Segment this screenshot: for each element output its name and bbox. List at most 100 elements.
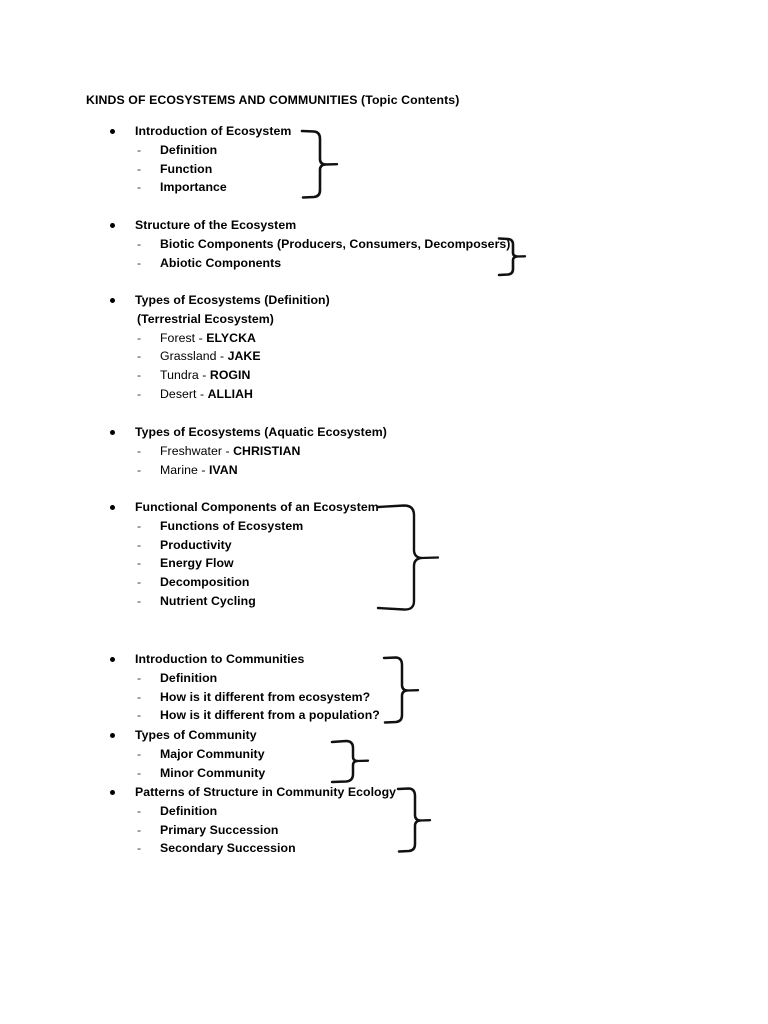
- list-item: - Tundra - ROGIN: [0, 368, 768, 387]
- section-heading: Types of Community: [135, 728, 257, 742]
- section-structure-of-the-ecosystem: Structure of the Ecosystem - Biotic Comp…: [0, 218, 768, 274]
- section-heading-row: Introduction of Ecosystem: [0, 124, 768, 143]
- list-item: - Freshwater - CHRISTIAN: [0, 444, 768, 463]
- list-item: - Definition: [0, 671, 768, 690]
- dash-icon: -: [137, 180, 142, 195]
- list-item-label: Abiotic Components: [160, 255, 282, 270]
- list-item-assignee: IVAN: [208, 462, 238, 477]
- section-heading: Types of Ecosystems (Definition): [135, 293, 330, 307]
- section-types-of-community: Types of Community - Major Community - M…: [0, 728, 768, 784]
- list-item-label: Importance: [160, 180, 227, 195]
- dash-icon: -: [137, 142, 142, 157]
- section-heading: Functional Components of an Ecosystem: [135, 500, 379, 514]
- list-item-label: Functions of Ecosystem: [160, 518, 304, 533]
- section-heading: Introduction to Communities: [135, 652, 305, 666]
- page-title: KINDS OF ECOSYSTEMS AND COMMUNITIES (Top…: [86, 93, 460, 107]
- list-item: - Minor Community: [0, 766, 768, 785]
- dash-icon: -: [137, 255, 142, 270]
- dash-icon: -: [137, 236, 142, 251]
- list-item: - Importance: [0, 180, 768, 199]
- section-heading: Patterns of Structure in Community Ecolo…: [135, 785, 397, 799]
- list-item-label: How is it different from ecosystem?: [160, 689, 371, 704]
- section-heading-row: Types of Community: [0, 728, 768, 747]
- bullet-icon: [110, 430, 115, 435]
- list-item: - Secondary Succession: [0, 841, 768, 860]
- list-item-topic: Forest -: [160, 330, 207, 345]
- list-item: - How is it different from ecosystem?: [0, 690, 768, 709]
- list-item: - Grassland - JAKE: [0, 349, 768, 368]
- list-item: - Nutrient Cycling: [0, 594, 768, 613]
- list-item: - Productivity: [0, 538, 768, 557]
- dash-icon: -: [137, 556, 142, 571]
- dash-icon: -: [137, 518, 142, 533]
- section-subheading: (Terrestrial Ecosystem): [137, 311, 274, 326]
- section-introduction-to-communities: Introduction to Communities - Definition…: [0, 652, 768, 727]
- list-item-label: Definition: [160, 142, 218, 157]
- list-item: - Desert - ALLIAH: [0, 387, 768, 406]
- section-heading-row: Types of Ecosystems (Definition): [0, 293, 768, 312]
- list-item-label: Productivity: [160, 537, 232, 552]
- dash-icon: -: [137, 443, 142, 458]
- dash-icon: -: [137, 803, 142, 818]
- list-item-label: Decomposition: [160, 575, 250, 590]
- section-heading: Types of Ecosystems (Aquatic Ecosystem): [135, 425, 387, 439]
- list-item-topic: Desert -: [160, 386, 208, 401]
- bullet-icon: [110, 657, 115, 662]
- list-item-assignee: ROGIN: [209, 368, 251, 383]
- section-patterns-of-structure-in-community-ecology: Patterns of Structure in Community Ecolo…: [0, 785, 768, 860]
- list-item-label: Minor Community: [160, 765, 266, 780]
- bullet-icon: [110, 505, 115, 510]
- dash-icon: -: [137, 746, 142, 761]
- section-heading-row: Introduction to Communities: [0, 652, 768, 671]
- list-item: - How is it different from a population?: [0, 708, 768, 727]
- section-heading-row: Structure of the Ecosystem: [0, 218, 768, 237]
- dash-icon: -: [137, 537, 142, 552]
- list-item-assignee: ELYCKA: [206, 330, 256, 345]
- list-item-label: Energy Flow: [160, 556, 234, 571]
- list-item: - Decomposition: [0, 575, 768, 594]
- dash-icon: -: [137, 841, 142, 856]
- list-item: - Major Community: [0, 747, 768, 766]
- list-item: - Abiotic Components: [0, 256, 768, 275]
- dash-icon: -: [137, 368, 142, 383]
- list-item-label: Marine - IVAN: [160, 463, 238, 477]
- section-subheading-row: (Terrestrial Ecosystem): [0, 312, 768, 331]
- section-introduction-of-ecosystem: Introduction of Ecosystem - Definition -…: [0, 124, 768, 199]
- dash-icon: -: [137, 386, 142, 401]
- list-item-label: Biotic Components (Producers, Consumers,…: [160, 236, 511, 251]
- dash-icon: -: [137, 765, 142, 780]
- list-item: - Marine - IVAN: [0, 463, 768, 482]
- list-item: - Definition: [0, 804, 768, 823]
- section-heading-row: Types of Ecosystems (Aquatic Ecosystem): [0, 425, 768, 444]
- list-item: - Forest - ELYCKA: [0, 331, 768, 350]
- bullet-icon: [110, 129, 115, 134]
- list-item-label: Desert - ALLIAH: [160, 387, 253, 401]
- list-item: - Function: [0, 162, 768, 181]
- list-item: - Primary Succession: [0, 823, 768, 842]
- list-item-topic: Freshwater -: [160, 443, 234, 458]
- list-item: - Functions of Ecosystem: [0, 519, 768, 538]
- dash-icon: -: [137, 689, 142, 704]
- dash-icon: -: [137, 575, 142, 590]
- bullet-icon: [110, 733, 115, 738]
- list-item-label: Function: [160, 161, 213, 176]
- list-item-label: Nutrient Cycling: [160, 593, 256, 608]
- list-item-label: How is it different from a population?: [160, 708, 380, 723]
- list-item: - Energy Flow: [0, 556, 768, 575]
- list-item-label: Definition: [160, 670, 218, 685]
- section-heading: Introduction of Ecosystem: [135, 124, 292, 138]
- list-item-topic: Marine -: [160, 462, 209, 477]
- list-item-label: Definition: [160, 803, 218, 818]
- list-item-assignee: ALLIAH: [207, 386, 253, 401]
- list-item-assignee: CHRISTIAN: [233, 443, 301, 458]
- list-item-label: Grassland - JAKE: [160, 349, 261, 363]
- bullet-icon: [110, 223, 115, 228]
- section-types-of-ecosystems-aquatic: Types of Ecosystems (Aquatic Ecosystem) …: [0, 425, 768, 481]
- list-item-label: Major Community: [160, 746, 265, 761]
- dash-icon: -: [137, 330, 142, 345]
- bullet-icon: [110, 790, 115, 795]
- dash-icon: -: [137, 708, 142, 723]
- dash-icon: -: [137, 593, 142, 608]
- section-heading-row: Functional Components of an Ecosystem: [0, 500, 768, 519]
- list-item-topic: Grassland -: [160, 349, 228, 364]
